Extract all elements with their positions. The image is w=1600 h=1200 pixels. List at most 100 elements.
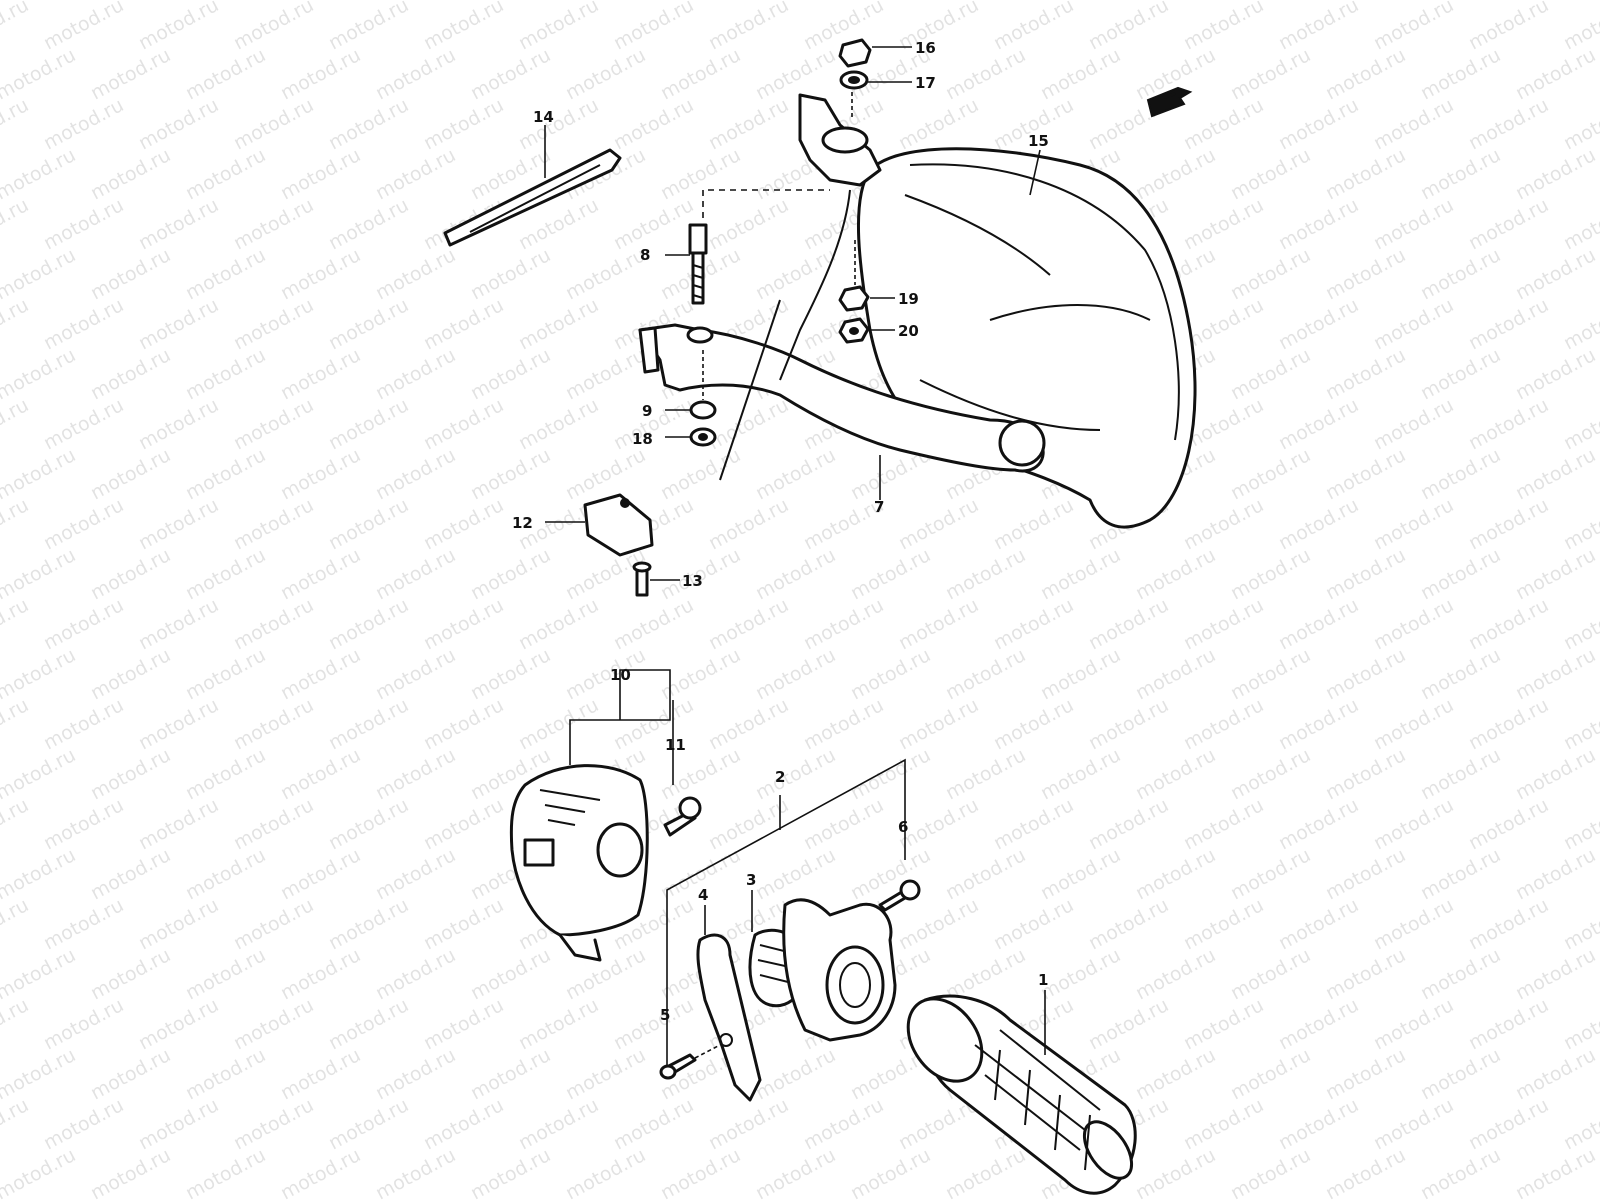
watermark-text: motod.ru xyxy=(1227,844,1314,904)
watermark-text: motod.ru xyxy=(372,344,459,404)
watermark-text: motod.ru xyxy=(1512,844,1599,904)
watermark-text: motod.ru xyxy=(1180,1094,1267,1154)
watermark-text: motod.ru xyxy=(1417,1044,1504,1104)
part-label-14: 14 xyxy=(533,108,554,126)
watermark-text: motod.ru xyxy=(1465,194,1552,254)
watermark-text: motod.ru xyxy=(1370,94,1457,154)
watermark-text: motod.ru xyxy=(515,94,602,154)
watermark-text: motod.ru xyxy=(1322,444,1409,504)
watermark-text: motod.ru xyxy=(230,494,317,554)
watermark-text: motod.ru xyxy=(1417,544,1504,604)
watermark-text: motod.ru xyxy=(847,744,934,804)
watermark-text: motod.ru xyxy=(1322,644,1409,704)
watermark-text: motod.ru xyxy=(135,794,222,854)
watermark-text: motod.ru xyxy=(230,394,317,454)
watermark-text: motod.ru xyxy=(705,694,792,754)
watermark-text: motod.ru xyxy=(942,644,1029,704)
watermark-text: motod.ru xyxy=(277,244,364,304)
watermark-text: motod.ru xyxy=(610,194,697,254)
watermark-text: motod.ru xyxy=(182,1044,269,1104)
watermark-text: motod.ru xyxy=(1465,694,1552,754)
watermark-text: motod.ru xyxy=(467,44,554,104)
watermark-text: motod.ru xyxy=(1132,144,1219,204)
washer-part-9 xyxy=(665,400,717,420)
watermark-text: motod.ru xyxy=(1417,1144,1504,1200)
watermark-text: motod.ru xyxy=(1370,194,1457,254)
watermark-text: motod.ru xyxy=(372,44,459,104)
watermark-text: motod.ru xyxy=(420,1094,507,1154)
part-label-8: 8 xyxy=(640,246,650,264)
watermark-text: motod.ru xyxy=(515,1094,602,1154)
watermark-text: motod.ru xyxy=(1322,344,1409,404)
watermark-text: motod.ru xyxy=(1560,994,1600,1054)
watermark-text: motod.ru xyxy=(800,1194,887,1200)
watermark-text: motod.ru xyxy=(372,744,459,804)
watermark-text: motod.ru xyxy=(0,244,79,304)
watermark-text: motod.ru xyxy=(230,894,317,954)
watermark-text: motod.ru xyxy=(0,544,79,604)
watermark-text: motod.ru xyxy=(277,1044,364,1104)
watermark-text: motod.ru xyxy=(1465,794,1552,854)
watermark-text: motod.ru xyxy=(752,44,839,104)
watermark-text: motod.ru xyxy=(1180,0,1267,54)
watermark-text: motod.ru xyxy=(40,94,127,154)
watermark-text: motod.ru xyxy=(1322,844,1409,904)
watermark-text: motod.ru xyxy=(1417,144,1504,204)
watermark-text: motod.ru xyxy=(990,0,1077,54)
watermark-text: motod.ru xyxy=(1417,244,1504,304)
watermark-text: motod.ru xyxy=(420,594,507,654)
watermark-text: motod.ru xyxy=(420,1194,507,1200)
watermark-text: motod.ru xyxy=(1512,944,1599,1004)
watermark-text: motod.ru xyxy=(1180,1194,1267,1200)
watermark-text: motod.ru xyxy=(40,1094,127,1154)
watermark-text: motod.ru xyxy=(325,694,412,754)
watermark-text: motod.ru xyxy=(1370,994,1457,1054)
direction-arrow-icon xyxy=(1146,86,1193,118)
watermark-text: motod.ru xyxy=(0,444,79,504)
watermark-text: motod.ru xyxy=(325,394,412,454)
watermark-text: motod.ru xyxy=(1275,394,1362,454)
watermark-text: motod.ru xyxy=(1370,894,1457,954)
watermark-text: motod.ru xyxy=(0,194,32,254)
part-label-5: 5 xyxy=(660,1006,670,1024)
watermark-text: motod.ru xyxy=(325,94,412,154)
watermark-text: motod.ru xyxy=(372,144,459,204)
watermark-text: motod.ru xyxy=(1085,594,1172,654)
watermark-text: motod.ru xyxy=(182,444,269,504)
part-label-7: 7 xyxy=(874,498,884,516)
watermark-text: motod.ru xyxy=(1560,0,1600,54)
watermark-text: motod.ru xyxy=(562,1044,649,1104)
part-label-9: 9 xyxy=(642,402,652,420)
cap-nut-part-16 xyxy=(838,38,912,68)
watermark-text: motod.ru xyxy=(372,1144,459,1200)
watermark-text: motod.ru xyxy=(1132,1044,1219,1104)
watermark-text: motod.ru xyxy=(1465,294,1552,354)
part-label-13: 13 xyxy=(682,572,703,590)
watermark-text: motod.ru xyxy=(847,844,934,904)
watermark-text: motod.ru xyxy=(1512,344,1599,404)
part-label-16: 16 xyxy=(915,39,936,57)
watermark-text: motod.ru xyxy=(610,594,697,654)
watermark-text: motod.ru xyxy=(277,44,364,104)
watermark-text: motod.ru xyxy=(87,744,174,804)
watermark-text: motod.ru xyxy=(1465,494,1552,554)
part-label-20: 20 xyxy=(898,322,919,340)
watermark-text: motod.ru xyxy=(990,1194,1077,1200)
watermark-text: motod.ru xyxy=(1227,644,1314,704)
watermark-text: motod.ru xyxy=(135,194,222,254)
watermark-text: motod.ru xyxy=(1370,294,1457,354)
watermark-text: motod.ru xyxy=(0,344,79,404)
watermark-text: motod.ru xyxy=(752,1144,839,1200)
watermark-text: motod.ru xyxy=(1275,894,1362,954)
watermark-text: motod.ru xyxy=(1180,594,1267,654)
watermark-text: motod.ru xyxy=(515,0,602,54)
watermark-text: motod.ru xyxy=(325,594,412,654)
watermark-text: motod.ru xyxy=(1560,394,1600,454)
watermark-text: motod.ru xyxy=(230,994,317,1054)
watermark-text: motod.ru xyxy=(467,644,554,704)
watermark-text: motod.ru xyxy=(1512,44,1599,104)
watermark-text: motod.ru xyxy=(942,1144,1029,1200)
watermark-text: motod.ru xyxy=(230,594,317,654)
watermark-text: motod.ru xyxy=(752,544,839,604)
watermark-text: motod.ru xyxy=(1085,1194,1172,1200)
